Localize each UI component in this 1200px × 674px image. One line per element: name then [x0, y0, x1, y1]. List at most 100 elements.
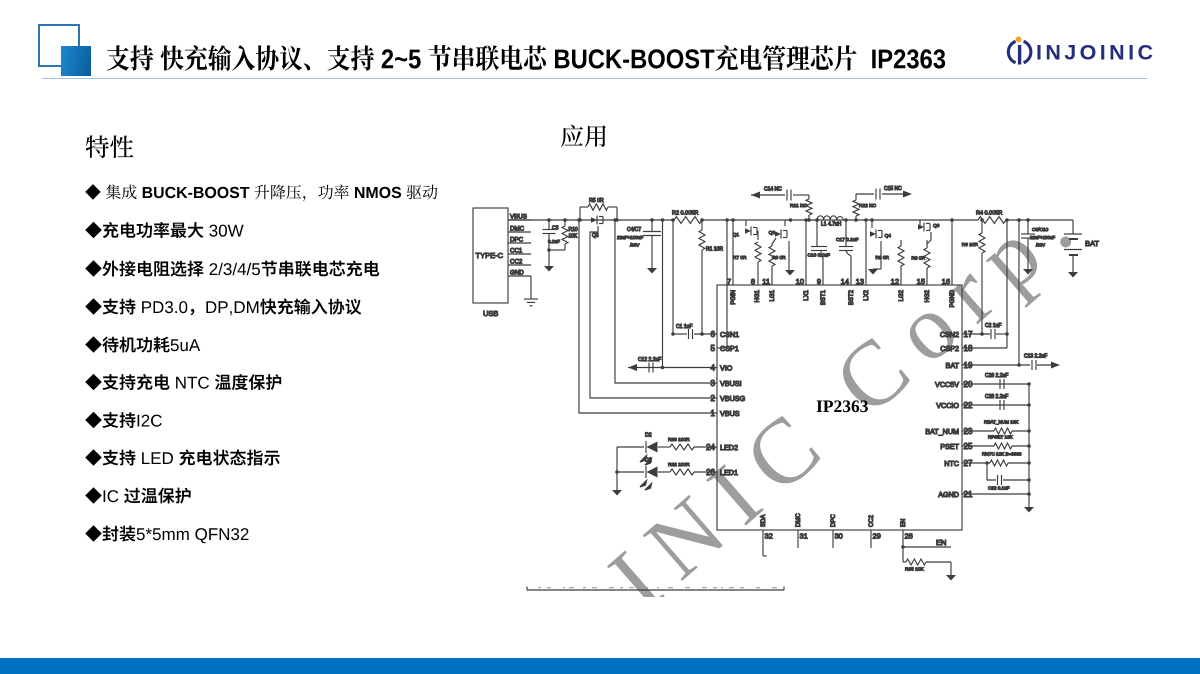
svg-text:22: 22	[964, 401, 973, 410]
svg-text:7: 7	[727, 277, 731, 286]
svg-text:9: 9	[817, 277, 821, 286]
svg-text:CSP2: CSP2	[940, 344, 959, 353]
svg-text:PSET: PSET	[940, 442, 959, 451]
svg-text:VIO: VIO	[720, 364, 733, 373]
svg-text:27: 27	[964, 459, 973, 468]
svg-text:22uF+100uF: 22uF+100uF	[1030, 235, 1055, 240]
svg-text:VCCIO: VCCIO	[936, 401, 959, 410]
svg-text:CC1: CC1	[510, 248, 523, 255]
svg-text:DPC: DPC	[510, 237, 524, 244]
svg-text:LG2: LG2	[899, 289, 905, 301]
svg-text:C1 1uF: C1 1uF	[676, 324, 692, 330]
svg-text:19: 19	[964, 361, 973, 370]
svg-text:SDA: SDA	[761, 515, 767, 527]
svg-text:VBUSG: VBUSG	[720, 394, 746, 403]
svg-text:5: 5	[711, 344, 716, 353]
svg-text:R1 10R: R1 10R	[706, 247, 723, 253]
svg-text:EN: EN	[901, 519, 907, 527]
svg-text:R8 0R: R8 0R	[911, 256, 925, 262]
svg-text:28: 28	[905, 532, 913, 541]
svg-text:D1: D1	[645, 458, 652, 464]
svg-text:BAT: BAT	[1085, 239, 1099, 248]
svg-text:RPSET 13K: RPSET 13K	[988, 435, 1014, 440]
svg-text:26: 26	[706, 468, 715, 477]
svg-text:4: 4	[711, 364, 716, 373]
svg-text:2: 2	[711, 394, 716, 403]
svg-text:Q2: Q2	[769, 230, 776, 236]
svg-text:R10: R10	[569, 227, 578, 233]
svg-text:8: 8	[751, 277, 755, 286]
svg-text:/30V: /30V	[1036, 243, 1045, 248]
svg-text:VCC5V: VCC5V	[935, 380, 959, 389]
svg-text:BST2: BST2	[849, 289, 855, 305]
svg-text:CC2: CC2	[510, 259, 523, 266]
svg-text:USB: USB	[483, 309, 498, 318]
svg-text:DPC: DPC	[831, 514, 837, 527]
svg-text:RBAT_NUM 13K: RBAT_NUM 13K	[984, 420, 1019, 425]
svg-text:C13 2.2uF: C13 2.2uF	[1024, 354, 1047, 360]
svg-text:R32 100R: R32 100R	[668, 462, 690, 468]
svg-text:C12 2.2uF: C12 2.2uF	[638, 357, 661, 363]
svg-text:VBUSI: VBUSI	[720, 379, 742, 388]
svg-text:C17 0.1uF: C17 0.1uF	[836, 237, 858, 243]
svg-text:32: 32	[765, 532, 773, 541]
svg-text:BAT: BAT	[946, 361, 960, 370]
svg-text:Q4: Q4	[885, 233, 892, 239]
svg-text:BST1: BST1	[821, 289, 827, 305]
svg-text:Q3: Q3	[933, 223, 940, 229]
svg-text:22uF+100uF: 22uF+100uF	[617, 235, 643, 240]
svg-text:18: 18	[964, 344, 973, 353]
svg-text:TYPE-C: TYPE-C	[476, 251, 504, 260]
svg-text:3: 3	[711, 379, 716, 388]
svg-text:EN: EN	[936, 538, 946, 547]
svg-text:CSP1: CSP1	[720, 344, 739, 353]
svg-text:16: 16	[942, 277, 950, 286]
svg-text:BAT_NUM: BAT_NUM	[925, 427, 959, 436]
svg-text:R5 0R: R5 0R	[589, 198, 604, 204]
svg-text:29: 29	[873, 532, 881, 541]
svg-text:R35 10K: R35 10K	[905, 567, 924, 573]
svg-text:C15 NC: C15 NC	[884, 186, 902, 192]
svg-text:AGND: AGND	[938, 490, 959, 499]
svg-text:10K: 10K	[569, 234, 579, 240]
svg-text:CC2: CC2	[869, 514, 875, 527]
svg-text:C4/C7: C4/C7	[627, 227, 641, 233]
svg-text:R6 0R: R6 0R	[772, 255, 786, 261]
svg-text:C8/C10: C8/C10	[1032, 227, 1049, 233]
svg-text:LG1: LG1	[770, 289, 776, 301]
svg-text:Q1: Q1	[733, 232, 740, 238]
svg-text:R2 0.005R: R2 0.005R	[672, 211, 698, 217]
svg-text:11: 11	[762, 277, 770, 286]
svg-text:23: 23	[964, 427, 973, 436]
svg-text:/30V: /30V	[630, 243, 640, 248]
svg-text:R9 0R: R9 0R	[875, 255, 889, 261]
svg-text:HG1: HG1	[755, 289, 761, 302]
svg-text:C22 0.1uF: C22 0.1uF	[988, 486, 1010, 491]
svg-text:31: 31	[800, 532, 808, 541]
svg-text:RNTC 10K B=3380: RNTC 10K B=3380	[982, 452, 1022, 457]
svg-text:30: 30	[835, 532, 843, 541]
svg-text:INJOINIC: INJOINIC	[1036, 41, 1156, 65]
svg-text:GND: GND	[510, 270, 524, 277]
svg-text:HG2: HG2	[925, 289, 931, 302]
svg-text:Q5: Q5	[592, 233, 599, 239]
svg-text:CSN1: CSN1	[720, 330, 739, 339]
svg-text:L1 4.7uH: L1 4.7uH	[821, 222, 842, 228]
svg-text:LX1: LX1	[804, 289, 810, 300]
svg-text:PGIN: PGIN	[731, 290, 737, 305]
svg-text:C3: C3	[552, 226, 559, 232]
svg-text:12: 12	[891, 277, 899, 286]
svg-text:R4 0.005R: R4 0.005R	[976, 211, 1002, 217]
svg-text:LX2: LX2	[864, 289, 870, 300]
svg-text:NTC: NTC	[944, 459, 959, 468]
svg-text:14: 14	[841, 277, 849, 286]
svg-text:R7 0R: R7 0R	[733, 255, 747, 261]
svg-text:21: 21	[964, 490, 973, 499]
svg-text:LED1: LED1	[720, 468, 738, 477]
svg-text:R3 10R: R3 10R	[962, 242, 979, 248]
svg-text:10: 10	[796, 277, 804, 286]
svg-text:R21 NC: R21 NC	[790, 203, 808, 209]
svg-text:D2: D2	[645, 433, 652, 439]
svg-text:LED2: LED2	[720, 443, 738, 452]
svg-text:17: 17	[964, 330, 973, 339]
